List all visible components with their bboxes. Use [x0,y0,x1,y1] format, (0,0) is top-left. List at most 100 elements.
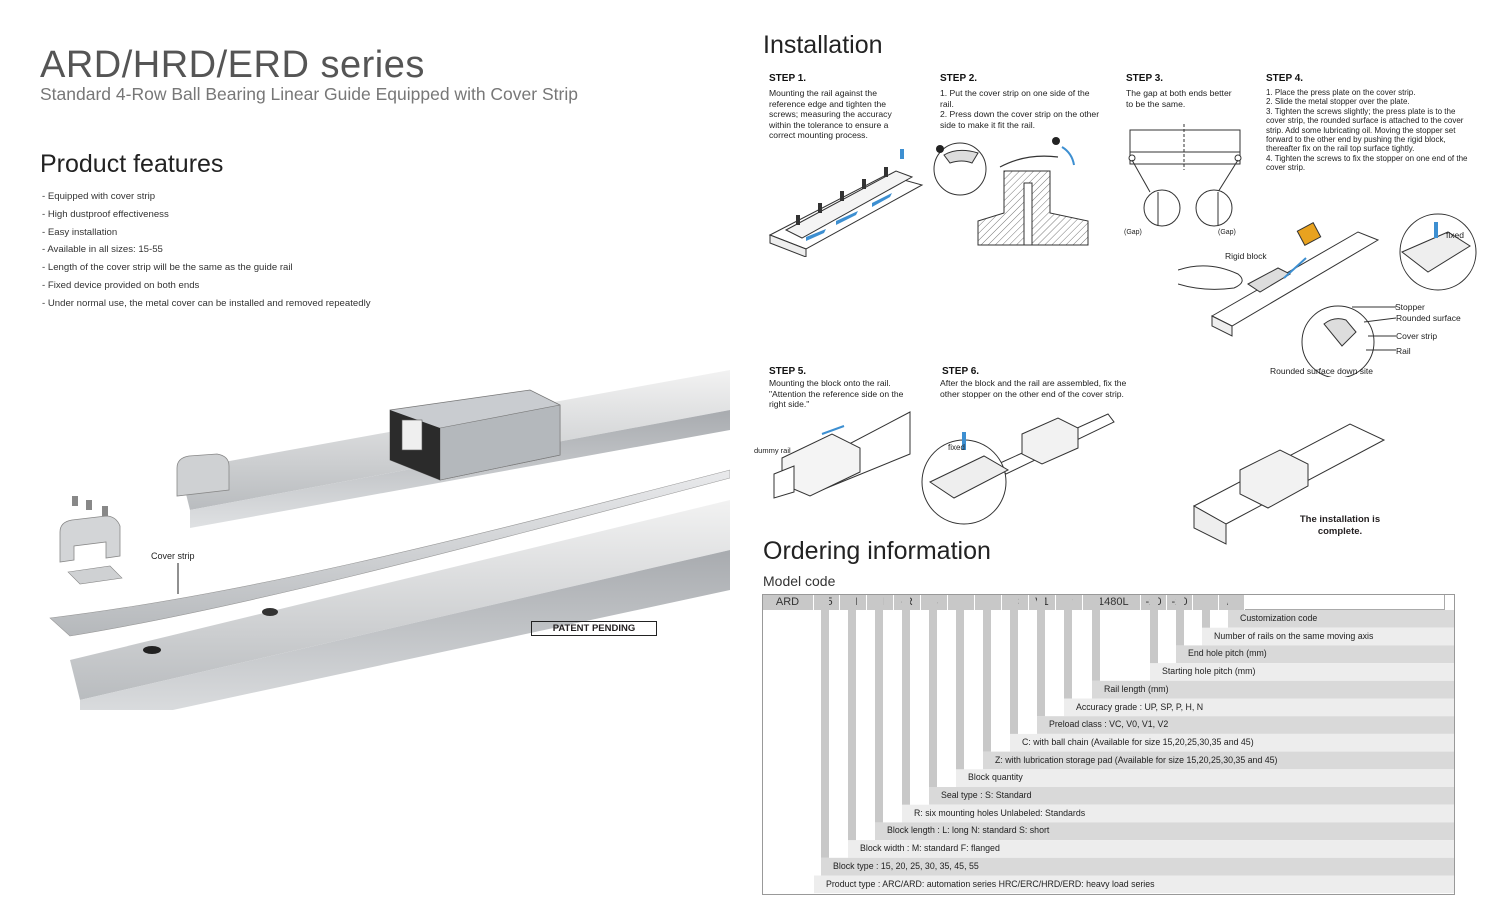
step-6-text: After the block and the rail are assembl… [940,378,1127,399]
code-segment: ARD [762,594,814,610]
page-title: ARD/HRD/ERD series [40,44,425,86]
code-band [1010,733,1455,752]
step-4-diagram: Rigid block fixed Stopper Rounded surfac… [1178,213,1477,377]
code-stem [1176,594,1184,646]
code-stem [875,594,883,823]
code-stem [1228,594,1236,610]
code-band [1150,663,1455,681]
press-plate [67,565,123,585]
dummy-rail-label: dummy rail [754,446,791,455]
feature-item: - High dustproof effectiveness [42,208,169,220]
fixed-label: fixed [1446,230,1464,240]
code-description: Block type : 15, 20, 25, 30, 35, 45, 55 [833,860,979,871]
page-subtitle: Standard 4-Row Ball Bearing Linear Guide… [40,84,578,104]
code-band [929,787,1455,805]
cover-strip-part [49,469,730,637]
screw [86,500,92,510]
stopper-label: Stopper [1395,302,1425,312]
step-2-diagram [933,137,1089,246]
code-description: Block width : M: standard F: flanged [860,843,1000,854]
step-2-line: 2. Press down the cover strip on the oth… [940,109,1100,130]
feature-item: - Available in all sizes: 15-55 [42,244,163,256]
code-band [814,875,1455,894]
step-3-diagram: (Gap) (Gap) [1124,124,1242,236]
step-4-line: 4. Tighten the screws to fix the stopper… [1266,153,1468,173]
step-1-title: STEP 1. [769,73,807,84]
code-band [1176,645,1455,664]
rounded-down-label: Rounded surface down site [1270,366,1373,376]
code-stem [1202,594,1210,628]
code-band [983,751,1455,770]
lower-rail [70,500,730,700]
code-stem [956,594,964,770]
fixed-label-step6: fixed [948,443,965,452]
step-5-title: STEP 5. [769,366,807,377]
code-description: C: with ball chain (Available for size 1… [1022,736,1254,747]
step-5-text: Mounting the block onto the rail. "Atten… [769,378,904,410]
code-stem [848,594,856,841]
product-illustration [49,370,730,710]
code-description: Number of rails on the same moving axis [1214,630,1374,641]
patent-badge: PATENT PENDING [531,621,657,636]
code-description: Accuracy grade : UP, SP, P, H, N [1076,701,1204,712]
step-1-diagram [768,149,924,257]
code-stem [1092,594,1100,681]
code-band [902,804,1455,823]
feature-item: - Under normal use, the metal cover can … [42,297,371,309]
code-description: Product type : ARC/ARD: automation serie… [826,878,1155,889]
step-6-diagram: fixed [921,413,1115,525]
code-stem [902,594,910,805]
code-stem [1064,594,1072,699]
rigid-block-label: Rigid block [1225,251,1267,261]
step-4-line: 1. Place the press plate on the cover st… [1266,88,1416,97]
code-description: Starting hole pitch (mm) [1162,666,1256,677]
features-heading: Product features [40,150,224,178]
feature-item: - Length of the cover strip will be the … [42,262,293,274]
code-description: Customization code [1240,613,1318,623]
complete-diagram [1192,423,1386,545]
ordering-heading: Ordering information [763,537,991,565]
code-stem [983,594,991,752]
cover-strip-label: Cover strip [151,551,195,561]
installation-heading: Installation [763,31,883,59]
cover-strip-step-label: Cover strip [1396,331,1437,341]
step-5-diagram: dummy rail [754,411,911,499]
screw [72,496,78,506]
code-band [1228,610,1455,628]
code-band [1064,698,1455,717]
step-4-line: 2. Slide the metal stopper over the plat… [1266,97,1410,107]
step-6-title: STEP 6. [942,366,980,377]
code-description: Rail length (mm) [1104,683,1169,694]
step-4-title: STEP 4. [1266,73,1304,84]
code-description: Block length : L: long N: standard S: sh… [887,825,1050,836]
step-2-text: 1. Put the cover strip on one side of th… [940,88,1105,130]
feature-item: - Equipped with cover strip [42,191,156,202]
stopper-part [59,515,121,563]
code-band [1202,627,1455,646]
code-band [1037,716,1455,734]
code-band [956,769,1455,787]
code-description: Z: with lubrication storage pad (Availab… [995,754,1278,765]
gap-label-left: (Gap) [1124,229,1142,236]
code-description: Preload class : VC, V0, V1, V2 [1049,719,1169,730]
step-4-line: 3. Tighten the screws slightly; the pres… [1266,106,1464,154]
features-list: - Equipped with cover strip - High dustp… [42,188,371,313]
model-code-label: Model code [763,573,836,589]
feature-item: - Easy installation [42,226,118,238]
code-description: Block quantity [968,772,1023,783]
code-band [1092,680,1455,699]
complete-label: The installation is complete. [1299,514,1381,537]
code-stem [929,594,937,787]
step-4-text: 1. Place the press plate on the cover st… [1266,88,1476,173]
stopper [176,453,230,497]
ordering-code-diagram [762,594,1455,895]
code-description: End hole pitch (mm) [1188,648,1267,659]
rail-label: Rail [1396,346,1411,356]
feature-item: - Fixed device provided on both ends [42,279,200,291]
step-1-text: Mounting the rail against the reference … [769,88,892,141]
code-stem [821,594,829,858]
code-stem [1150,594,1158,664]
step-2-title: STEP 2. [940,73,978,84]
screw [102,506,108,516]
step-3-title: STEP 3. [1126,73,1164,84]
